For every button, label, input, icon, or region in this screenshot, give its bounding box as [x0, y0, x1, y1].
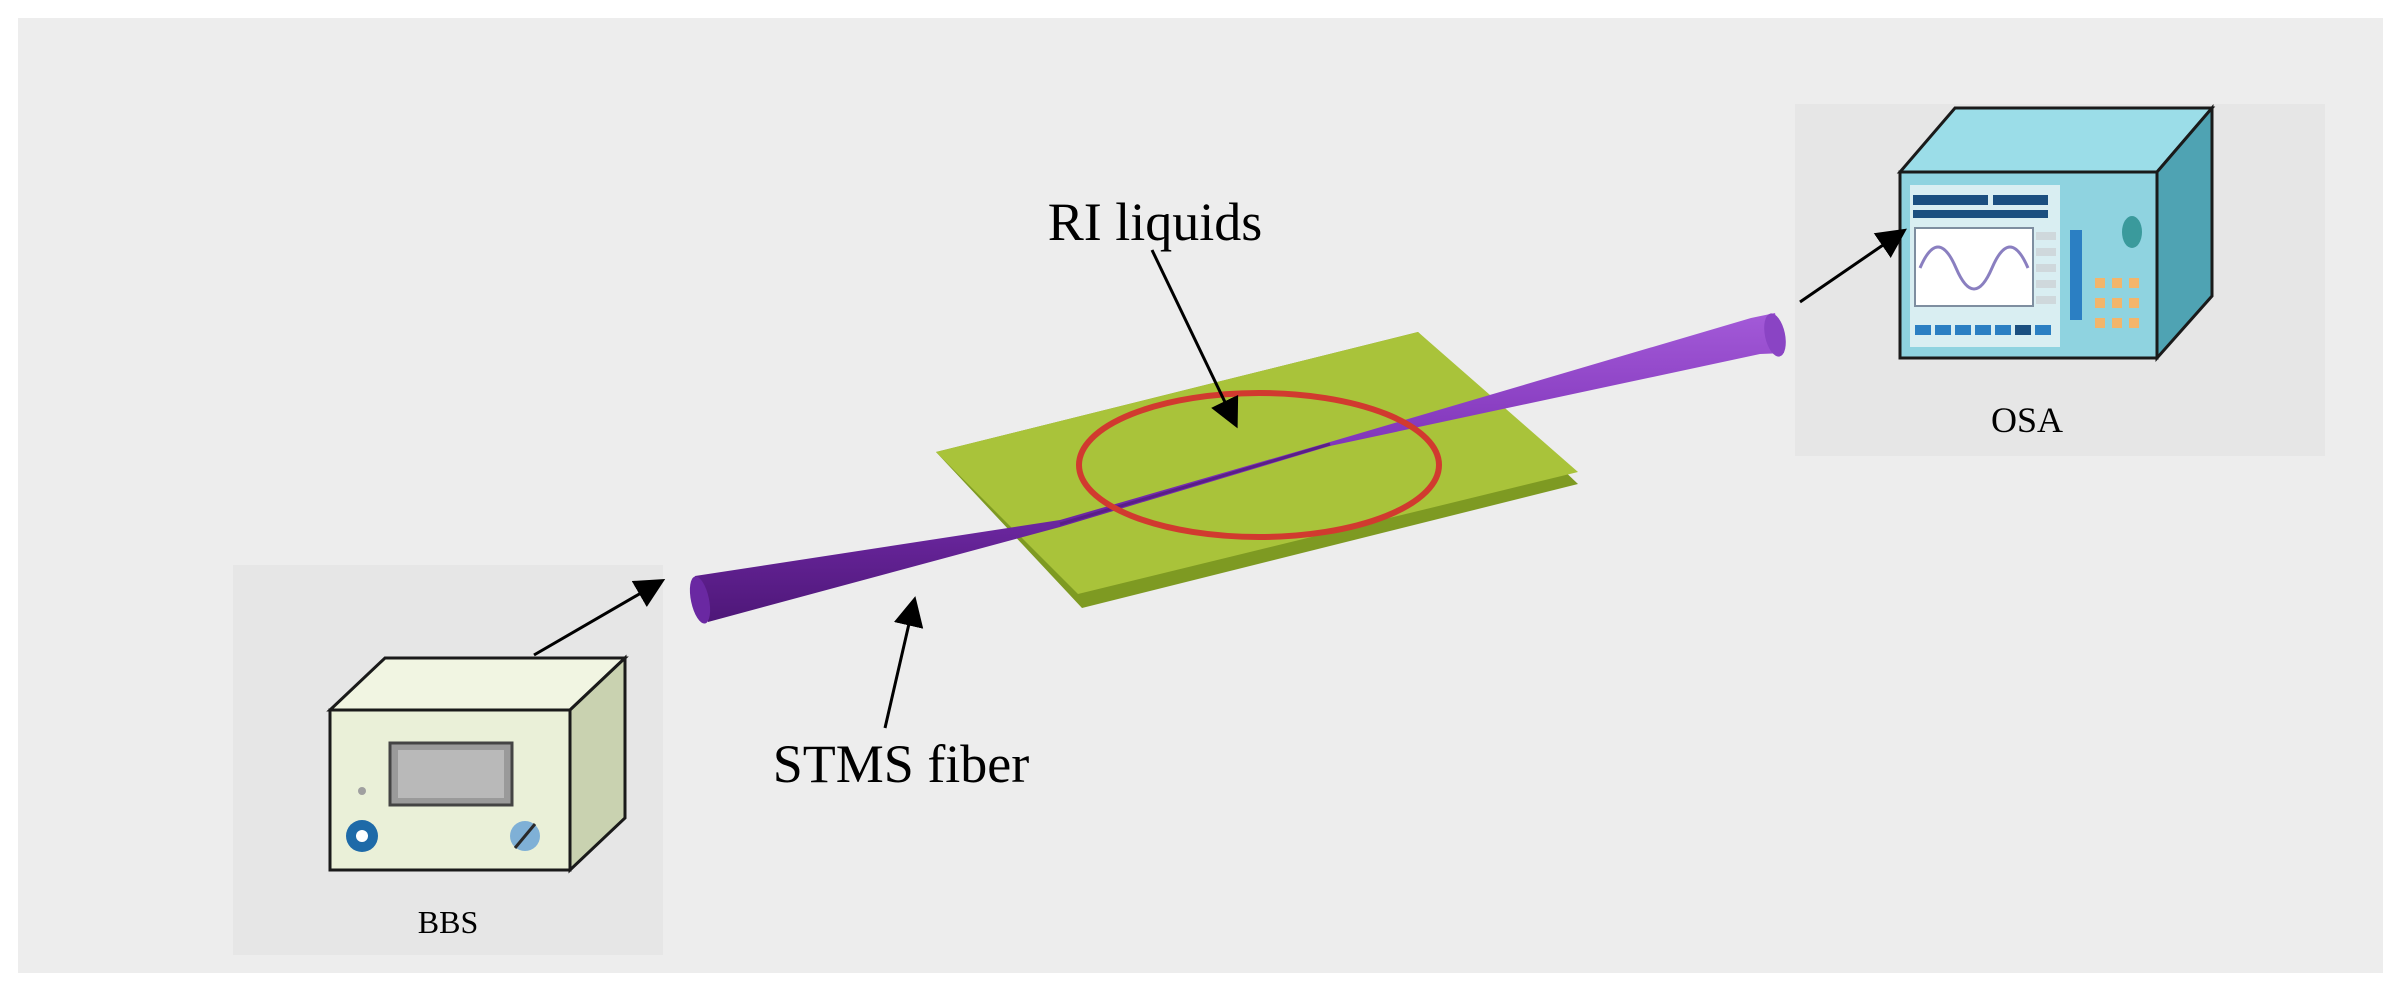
osa-input-arrow — [1799, 228, 1907, 304]
knob-icon — [2122, 216, 2142, 248]
osa-panel: OSA — [1795, 103, 2325, 456]
stms-fiber-label: STMS fiber — [773, 734, 1030, 794]
sample-slide — [936, 332, 1578, 608]
bbs-label: BBS — [418, 904, 478, 940]
sine-wave-icon — [1918, 245, 2030, 291]
bbs-panel: BBS — [233, 565, 663, 955]
osa-label: OSA — [1991, 400, 2063, 440]
bbs-device-icon — [326, 654, 629, 874]
ri-liquids-label: RI liquids — [1048, 192, 1263, 252]
stms-fiber-pointer-arrow — [883, 596, 924, 729]
stms-fiber — [689, 313, 1786, 624]
ri-liquid-ring — [1076, 390, 1442, 540]
osa-device-icon — [1896, 103, 2216, 362]
ri-liquids-pointer-arrow — [1150, 249, 1239, 429]
bbs-output-arrow — [533, 578, 666, 657]
